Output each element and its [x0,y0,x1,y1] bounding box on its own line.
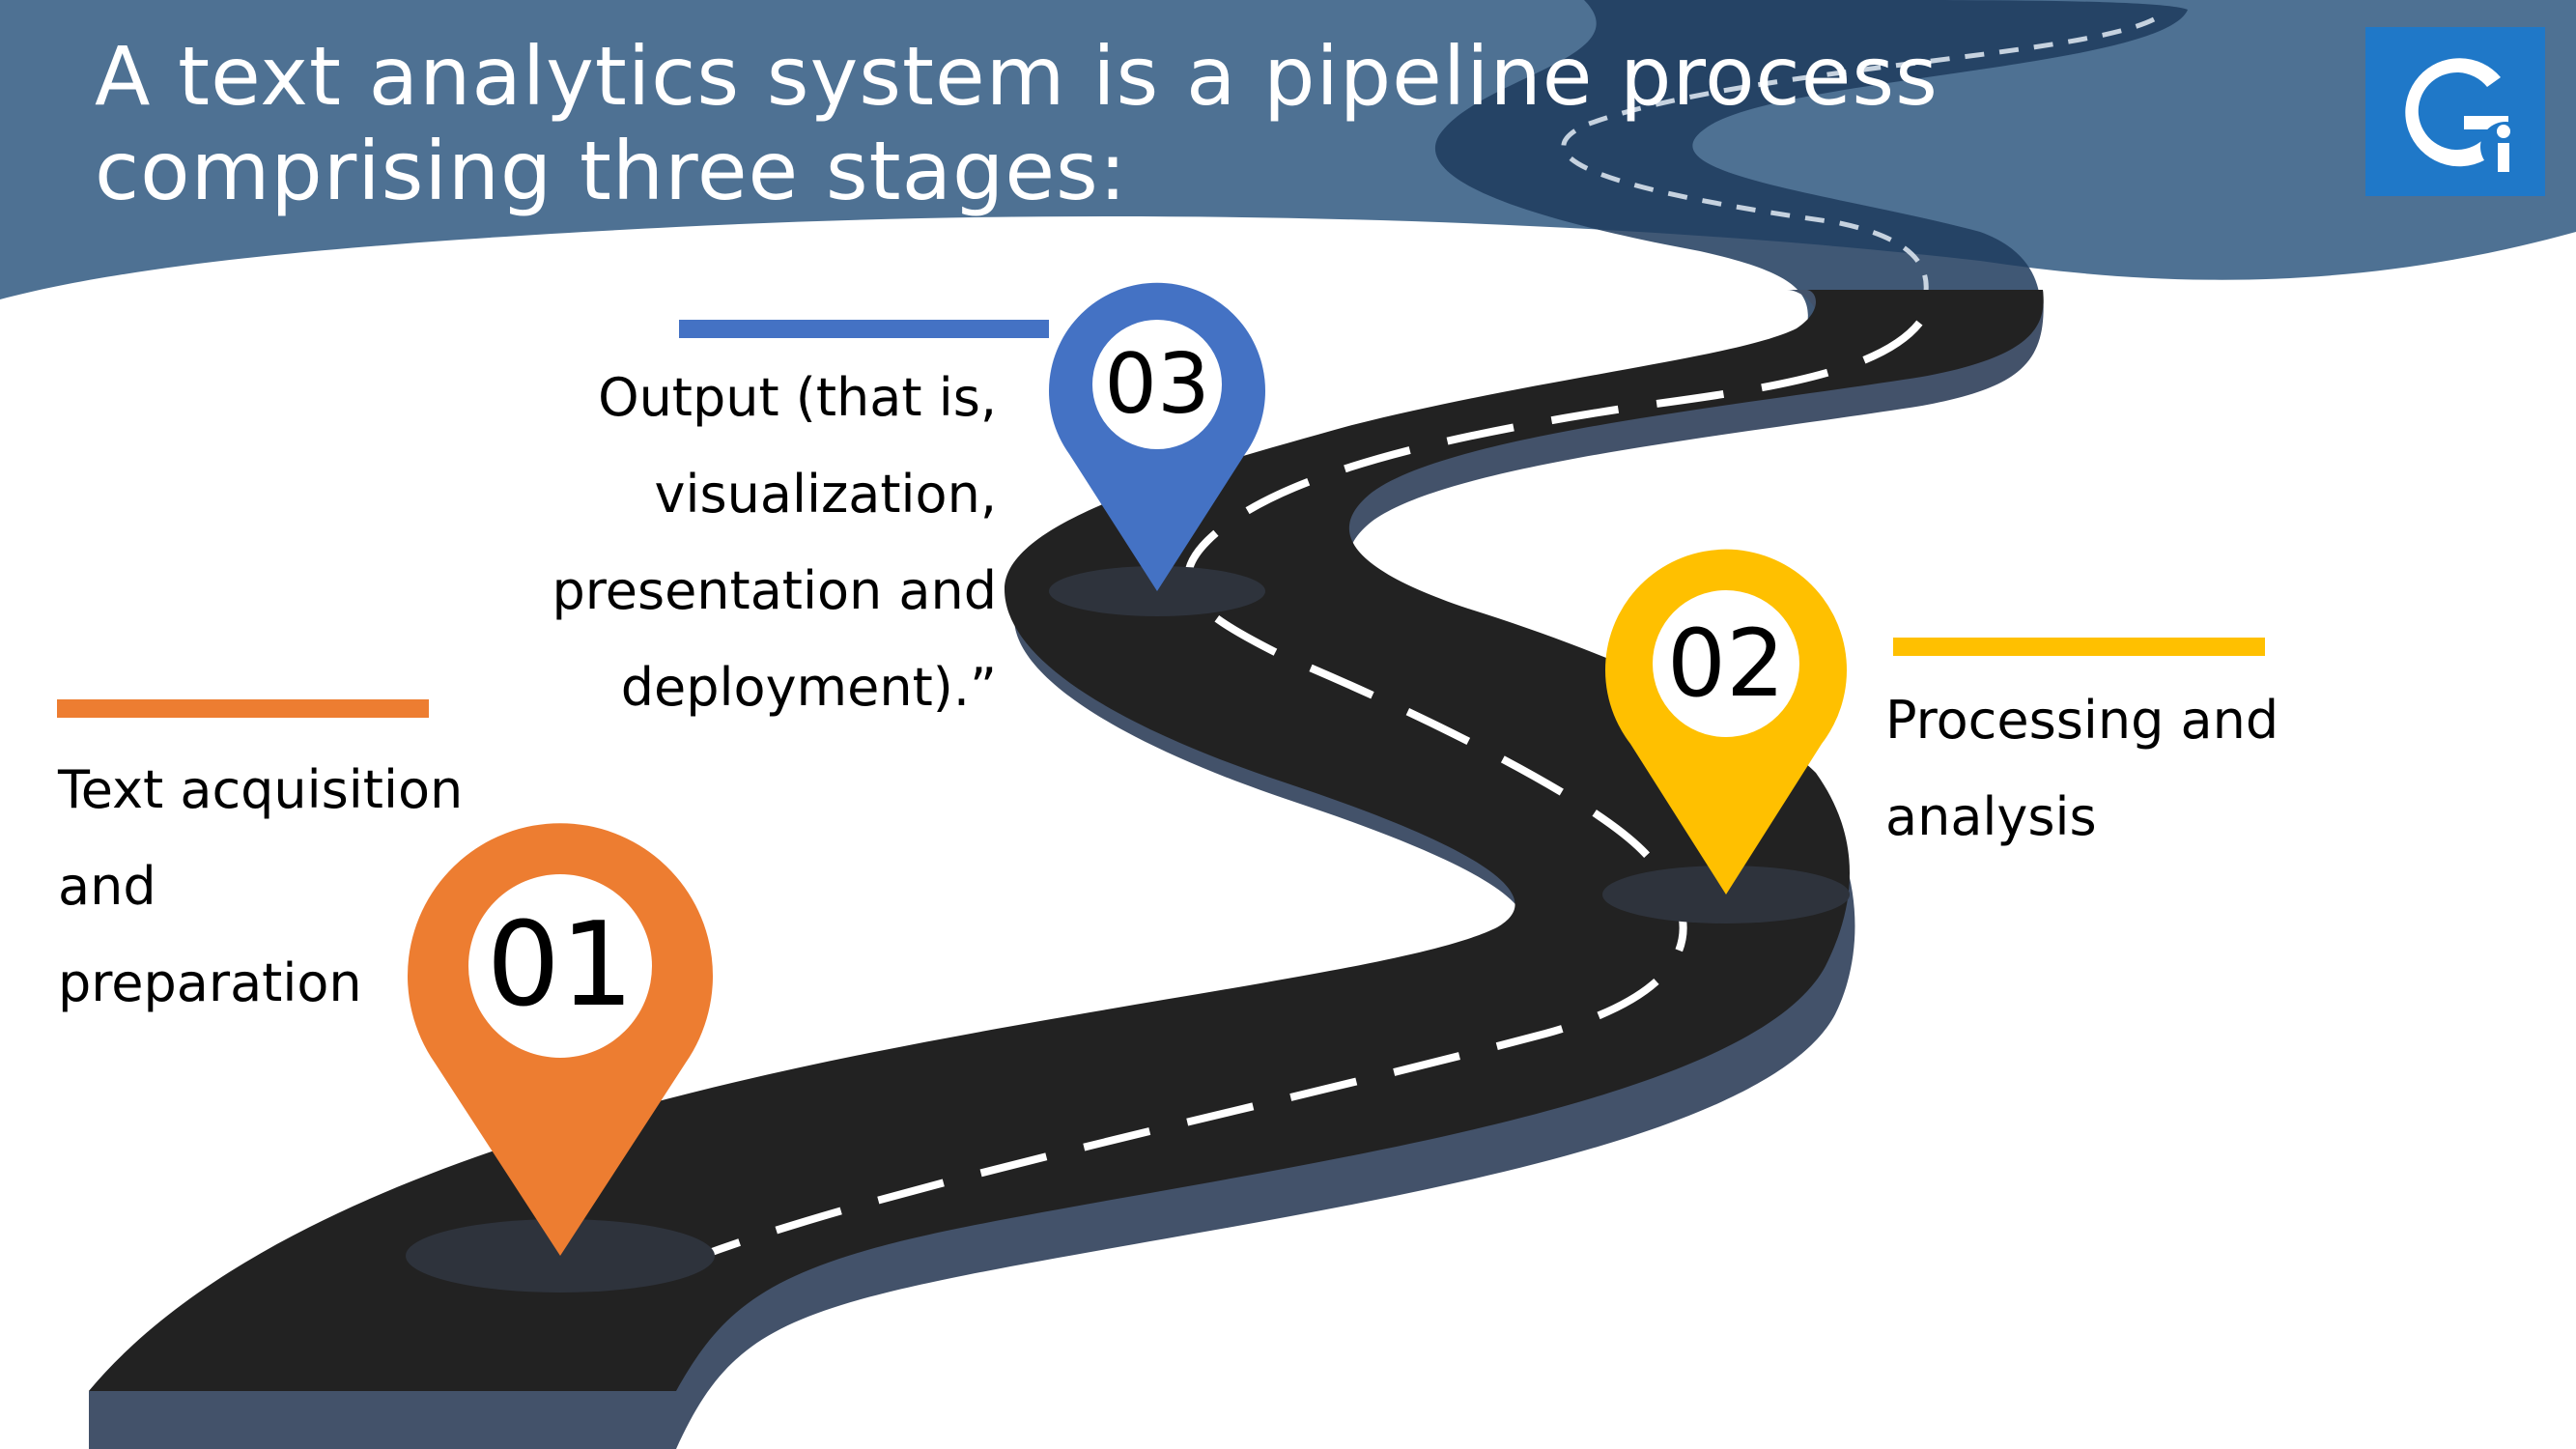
stage-3-line-4: deployment).” [620,657,997,718]
stage-1-line-2: and [58,856,156,917]
stage-pin-02 [1605,549,1847,895]
stage-pin-01 [408,823,714,1256]
stage-1-accent-bar [57,699,429,718]
slide-title-line-1: A text analytics system is a pipeline pr… [95,29,1939,124]
stage-2-description: Processing and analysis [1885,672,2426,866]
road-center-line [674,298,1936,1269]
stage-2-line-2: analysis [1885,786,2097,847]
stage-2-number: 02 [1666,610,1786,718]
gi-logo-icon [2365,27,2545,196]
stage-3-number: 03 [1104,336,1210,433]
road-far-segment [1434,0,2188,328]
stage-1-line-1: Text acquisition [58,759,464,820]
stage-3-accent-bar [679,320,1049,338]
stage-3-line-1: Output (that is, [598,367,997,428]
stage-2-line-1: Processing and [1885,690,2279,751]
stage-3-line-3: presentation and [552,560,997,621]
stage-pin-03 [1049,282,1265,591]
stage-3-line-2: visualization, [654,464,997,525]
stage-3-description: Output (that is, visualization, presenta… [464,350,997,736]
slide-title-line-2: comprising three stages: [95,124,1128,218]
stage-1-line-3: preparation [58,952,362,1013]
road-surface [89,290,2044,1391]
slide-title: A text analytics system is a pipeline pr… [95,29,2220,218]
stage-2-accent-bar [1893,638,2265,656]
stage-1-description: Text acquisition and preparation [58,742,560,1032]
stage-1-number: 01 [486,898,635,1033]
